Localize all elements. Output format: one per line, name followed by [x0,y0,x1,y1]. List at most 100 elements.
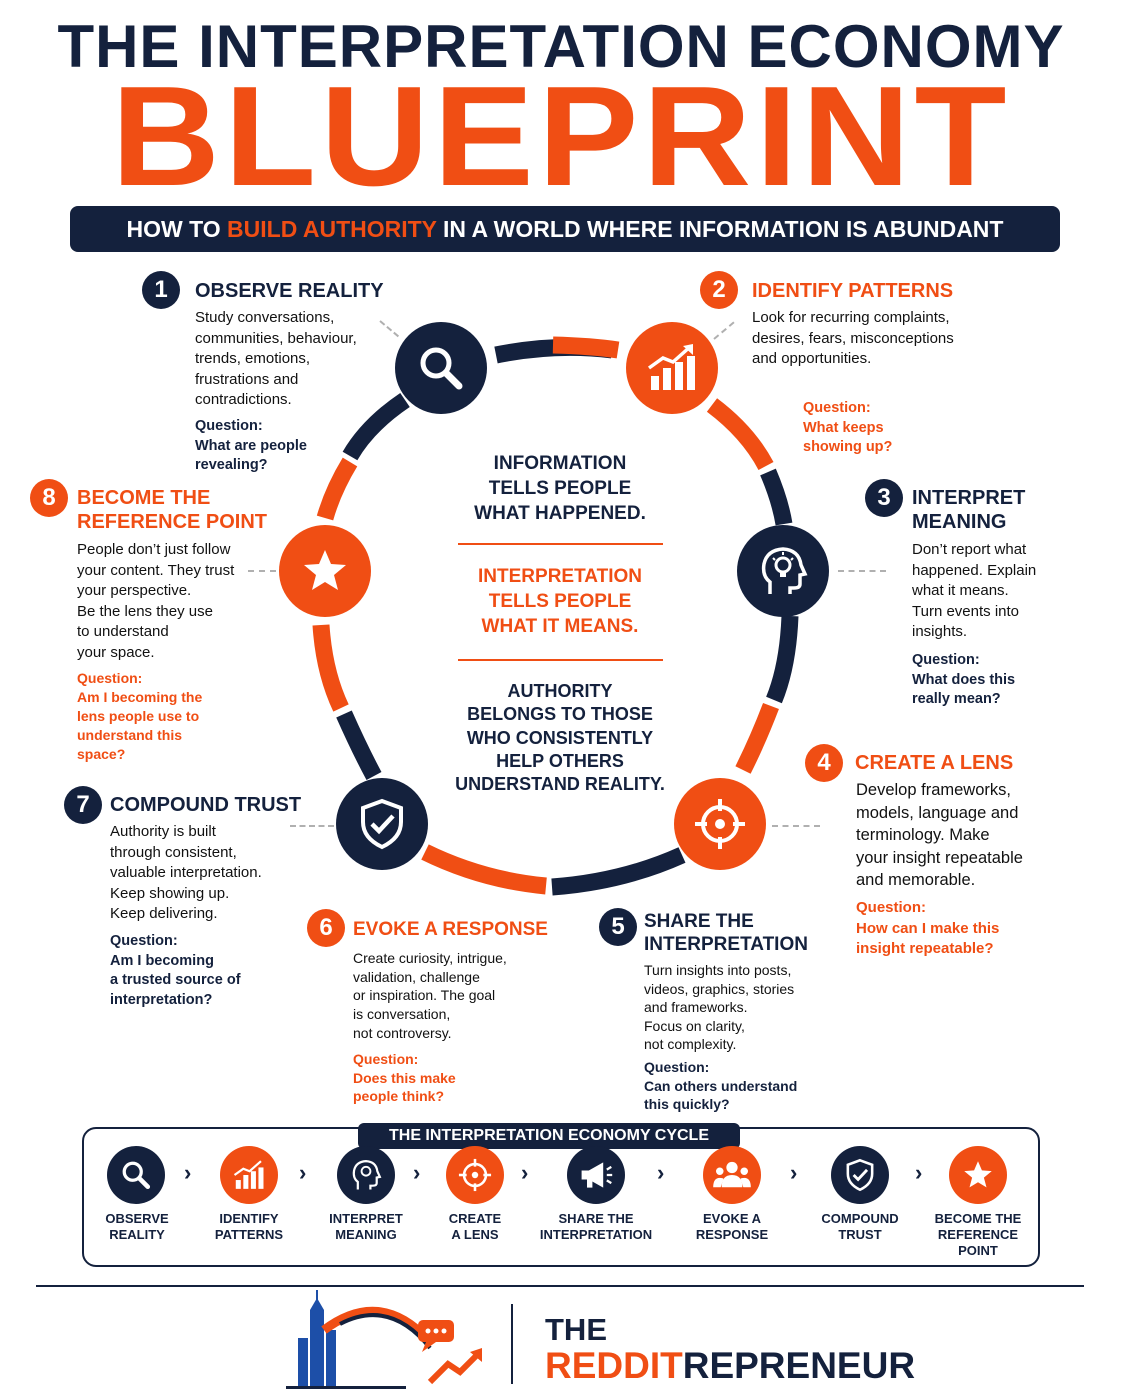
shield-check-icon [361,798,403,850]
ring-segment [735,702,779,774]
ring-segment [336,710,382,781]
step-6-title: EVOKE A RESPONSE [353,919,548,940]
step-4-title: CREATE A LENS [855,752,1014,774]
connector-3 [838,570,886,572]
step-2-number: 2 [700,271,738,309]
cycle-arrow-icon: › [299,1160,307,1185]
step-8-circle [279,525,371,617]
growth-chart-icon [233,1160,264,1189]
title-line-2: BLUEPRINT [111,57,1011,216]
step-7-title: COMPOUND TRUST [110,794,302,816]
step-2-title: IDENTIFY PATTERNS [752,280,954,302]
footer-rule [36,1285,1084,1287]
ring-segment [421,844,547,895]
growth-chart-icon [647,344,695,390]
subtitle-bar: HOW TO BUILD AUTHORITY IN A WORLD WHERE … [70,206,1060,252]
cycle-item-3-icon [337,1146,395,1204]
ring-segment [552,336,620,359]
cycle-item-6-icon [703,1146,761,1204]
cycle-item-7-icon [831,1146,889,1204]
search-icon [420,347,463,390]
step-1-circle [395,322,487,414]
ring-segment [551,847,686,896]
connector-8 [248,570,276,572]
cycle-arrow-icon: › [521,1160,529,1185]
step-6-number: 6 [307,909,345,947]
cycle-item-5-icon [567,1146,625,1204]
step-1-title: OBSERVE REALITY [195,280,384,302]
center-divider-1 [458,543,663,545]
step-3-circle [737,525,829,617]
cycle-arrow-icon: › [184,1160,192,1185]
ring-segment [312,624,349,712]
cycle-arrow-icon: › [790,1160,798,1185]
step-7-number: 7 [64,786,102,824]
step-5-body: Turn insights into posts,videos, graphic… [644,962,795,1052]
people-icon [713,1161,751,1188]
step-7-circle [336,778,428,870]
step-5-number: 5 [599,908,637,946]
step-1-number: 1 [142,271,180,309]
star-icon [304,550,346,590]
subtitle-pre: HOW TO [126,216,228,242]
cycle-item-8-icon [949,1146,1007,1204]
lightbulb-head-icon [352,1160,382,1190]
cycle-item-1-icon [107,1146,165,1204]
subtitle-post: IN A WORLD WHERE INFORMATION IS ABUNDANT [436,216,1004,242]
star-icon [964,1161,992,1188]
brand-the: THE [545,1312,607,1347]
brand-name: REDDITREPRENEUR [545,1345,916,1386]
target-icon [458,1158,492,1192]
cycle-item-4-icon [446,1146,504,1204]
center-divider-2 [458,659,663,661]
step-6-body: Create curiosity, intrigue,validation, c… [353,950,507,1041]
step-1-body: Study conversations,communities, behavio… [195,309,357,408]
title-line-1: THE INTERPRETATION ECONOMY [57,13,1065,80]
cycle-arrow-icon: › [915,1160,923,1185]
ring-segment [766,615,799,704]
ring-segment [706,398,774,471]
subtitle-highlight: BUILD AUTHORITY [227,216,437,242]
step-2-circle [626,322,718,414]
step-2-body: Look for recurring complaints,desires, f… [752,309,954,367]
connector-7 [290,825,334,827]
ring-segment [760,468,793,526]
connector-4 [772,825,820,827]
step-4-number: 4 [805,744,843,782]
shield-check-icon [846,1158,874,1192]
footer-divider [511,1304,513,1384]
lightbulb-head-icon [761,547,808,594]
ring-segment [342,392,410,461]
step-8-number: 8 [30,479,68,517]
megaphone-icon [581,1162,613,1188]
cycle-arrow-icon: › [413,1160,421,1185]
cycle-item-2-icon [220,1146,278,1204]
cycle-title: THE INTERPRETATION ECONOMY CYCLE [358,1123,740,1149]
step-3-number: 3 [865,479,903,517]
ring-segment [316,457,358,521]
